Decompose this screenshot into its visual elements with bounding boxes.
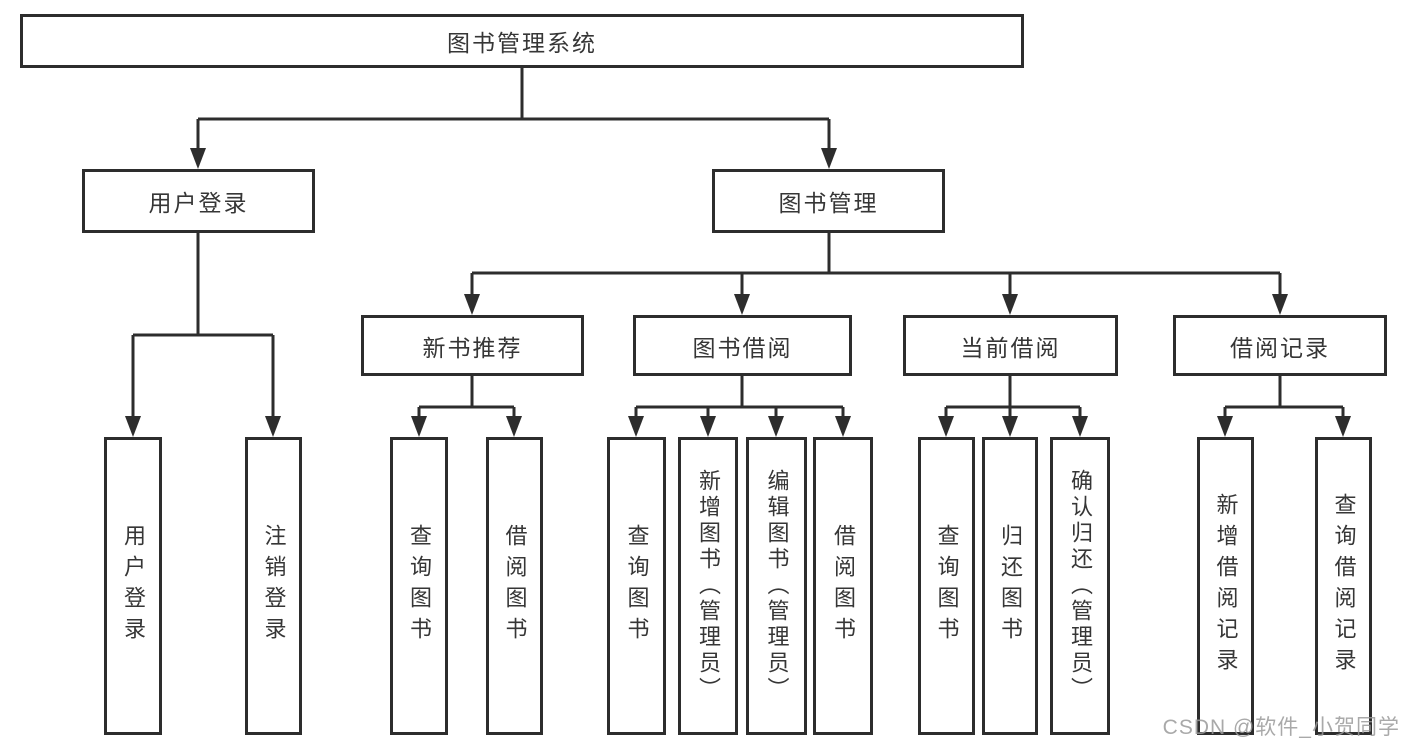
leaf-records-add-record: 新增借阅记录: [1197, 437, 1254, 735]
leaf-borrowing-edit-books-admin: 编辑图书（管理员）: [746, 437, 807, 735]
leaf-borrowing-query-books: 查询图书: [607, 437, 666, 735]
leaf-records-query-record: 查询借阅记录: [1315, 437, 1372, 735]
node-book-borrowing: 图书借阅: [633, 315, 852, 376]
leaf-current-query-books: 查询图书: [918, 437, 975, 735]
leaf-user-login: 用户登录: [104, 437, 162, 735]
leaf-current-confirm-return-admin: 确认归还（管理员）: [1050, 437, 1110, 735]
leaf-recommend-borrow-books: 借阅图书: [486, 437, 543, 735]
node-book-management: 图书管理: [712, 169, 945, 233]
node-user-login: 用户登录: [82, 169, 315, 233]
leaf-logout: 注销登录: [245, 437, 302, 735]
leaf-borrowing-borrow-books: 借阅图书: [813, 437, 873, 735]
node-library-system: 图书管理系统: [20, 14, 1024, 68]
arrowheads: [125, 148, 1351, 437]
node-new-book-recommend: 新书推荐: [361, 315, 584, 376]
csdn-watermark: CSDN @软件_小贺同学: [1162, 716, 1400, 739]
node-current-borrowing: 当前借阅: [903, 315, 1118, 376]
node-borrowing-records: 借阅记录: [1173, 315, 1387, 376]
leaf-borrowing-add-books-admin: 新增图书（管理员）: [678, 437, 738, 735]
leaf-recommend-query-books: 查询图书: [390, 437, 448, 735]
leaf-current-return-books: 归还图书: [982, 437, 1038, 735]
